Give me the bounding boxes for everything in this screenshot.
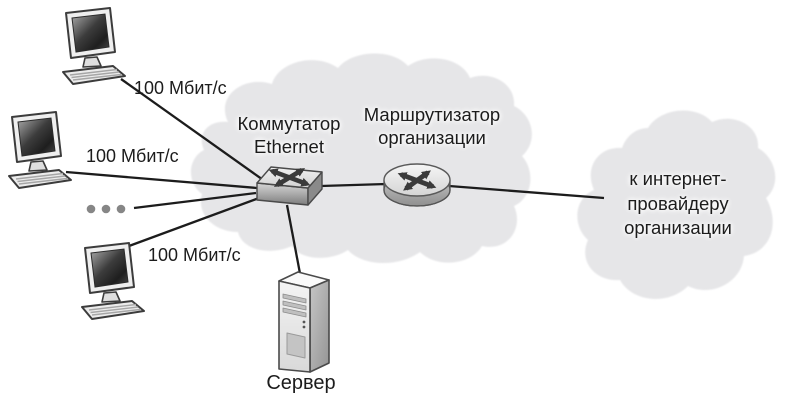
link-pc1-switch — [120, 78, 267, 183]
ethernet-switch-icon — [256, 166, 323, 206]
isp-cloud-label-line1: к интернет- — [629, 168, 727, 189]
switch-label-line2: Ethernet — [254, 136, 324, 157]
ellipsis-dots — [86, 204, 126, 214]
workstation-icon-2 — [8, 111, 72, 189]
link-speed-label-1: 100 Мбит/с — [134, 78, 227, 98]
link-pc3-switch — [128, 196, 260, 248]
link-lines — [65, 78, 605, 285]
switch-label: Коммутатор Ethernet — [238, 112, 341, 158]
isp-cloud-label-line2: провайдеру — [627, 192, 729, 214]
server-label: Сервер — [266, 372, 336, 394]
isp-cloud — [577, 110, 776, 299]
lan-cloud — [190, 53, 532, 264]
router-icon — [383, 163, 451, 207]
workstation-icon-1 — [62, 7, 126, 85]
link-switch-server — [285, 204, 304, 285]
router-label-line2: организации — [378, 127, 486, 148]
link-speed-label-3: 100 Мбит/с — [148, 245, 241, 265]
link-router-isp — [448, 184, 605, 200]
router-label: Маршрутизатор организации — [364, 103, 500, 149]
link-ellipsis-switch — [133, 191, 257, 210]
router-label-line1: Маршрутизатор — [363, 104, 501, 125]
isp-cloud-label: к интернет- провайдеру организации — [624, 167, 732, 241]
link-switch-router — [320, 182, 388, 188]
link-pc2-switch — [65, 170, 258, 190]
switch-label-line1: Коммутатор — [237, 113, 341, 134]
server-icon — [278, 271, 330, 373]
workstation-icon-3 — [81, 242, 145, 320]
isp-cloud-label-line3: организации — [624, 217, 732, 238]
link-speed-label-2: 100 Мбит/с — [86, 146, 179, 166]
